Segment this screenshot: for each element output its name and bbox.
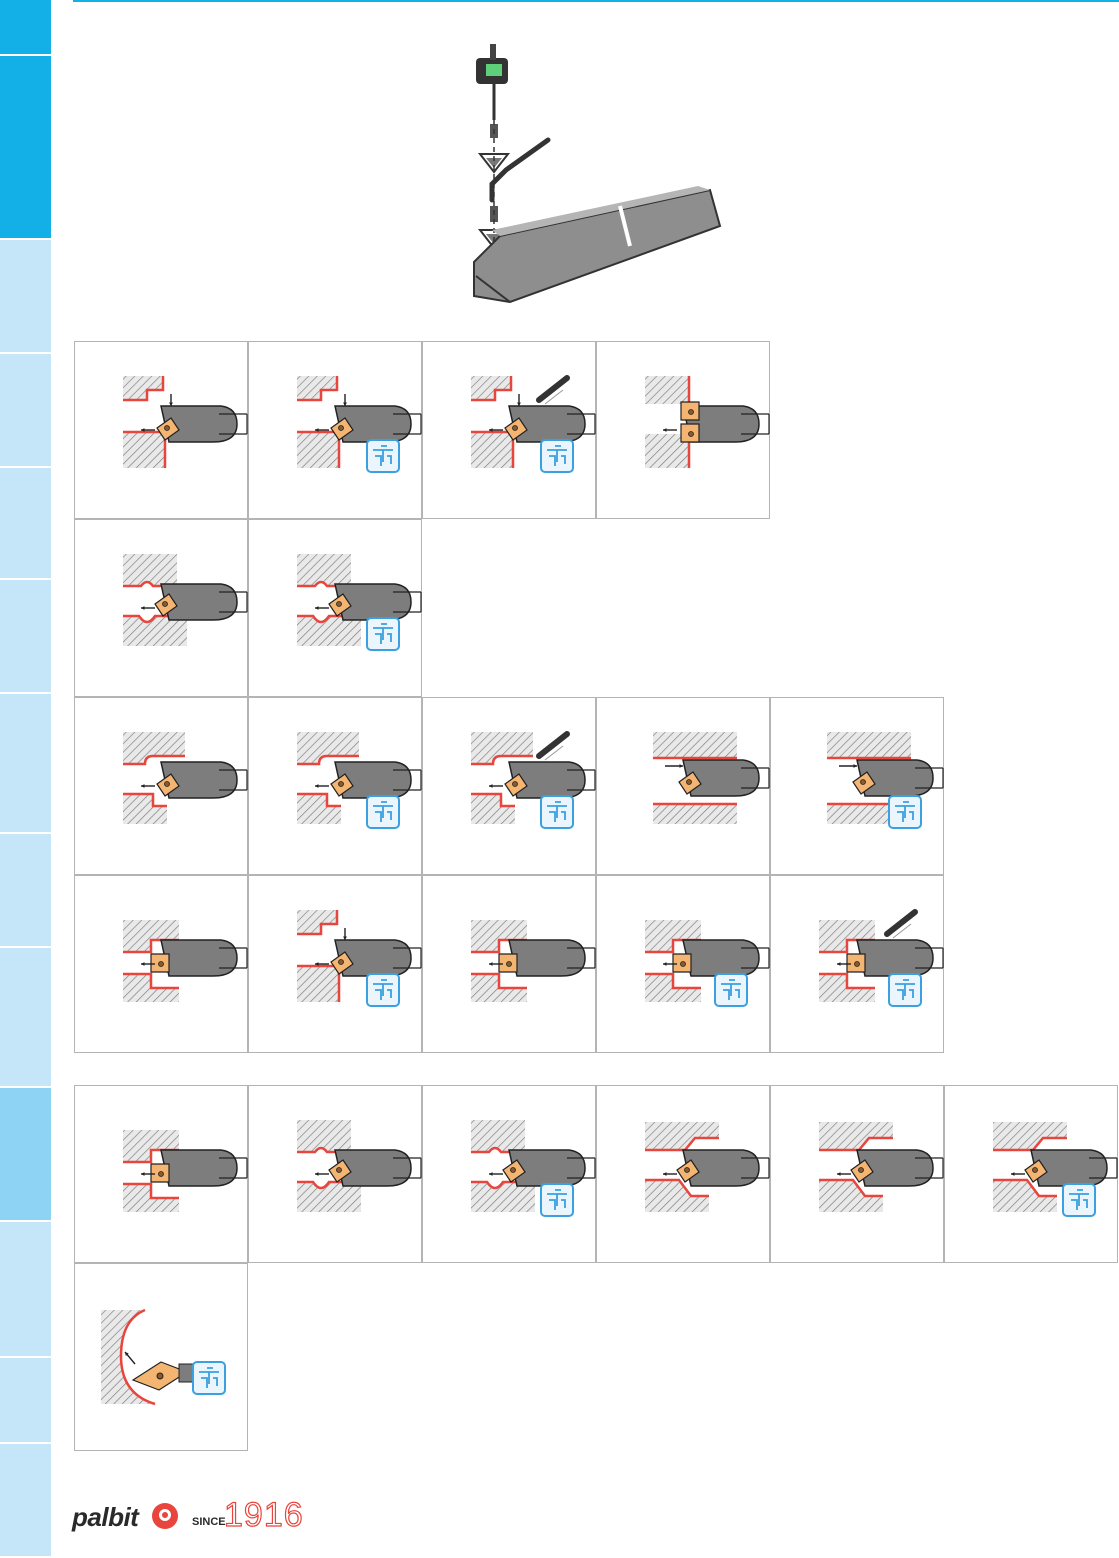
machining-diagram [597, 876, 771, 1054]
machining-diagram [423, 1086, 597, 1264]
machining-diagram [249, 1086, 423, 1264]
operation-cell [770, 875, 944, 1053]
operation-cell [248, 519, 422, 697]
since-year: 1916 [224, 1496, 304, 1535]
header-rule [73, 0, 1119, 2]
side-tab-1[interactable] [0, 0, 51, 56]
operation-cell [74, 1263, 248, 1451]
operation-cell [944, 1085, 1118, 1263]
machining-diagram [597, 342, 771, 520]
operation-cell [74, 341, 248, 519]
operation-cell [422, 1085, 596, 1263]
machining-diagram [771, 698, 945, 876]
operation-cell [422, 875, 596, 1053]
tool-assembly-illustration [440, 40, 740, 320]
machining-diagram [75, 520, 249, 698]
operation-cell [596, 875, 770, 1053]
side-tab-6[interactable] [0, 580, 51, 694]
side-tab-10[interactable] [0, 1088, 51, 1222]
operation-cell [74, 697, 248, 875]
side-tab-5[interactable] [0, 468, 51, 580]
machining-diagram [423, 698, 597, 876]
brand-mark-icon [152, 1503, 178, 1529]
machining-diagram [597, 698, 771, 876]
operation-cell [248, 875, 422, 1053]
machining-diagram [75, 1264, 249, 1442]
side-tab-8[interactable] [0, 834, 51, 948]
since-label: SINCE [192, 1516, 226, 1528]
side-tab-3[interactable] [0, 240, 51, 354]
side-tab-13[interactable] [0, 1444, 51, 1558]
operation-cell [422, 697, 596, 875]
operation-cell [248, 341, 422, 519]
operation-cell [74, 519, 248, 697]
operation-cell [596, 697, 770, 875]
machining-diagram [771, 1086, 945, 1264]
side-tab-12[interactable] [0, 1358, 51, 1444]
side-tab-4[interactable] [0, 354, 51, 468]
machining-diagram [945, 1086, 1119, 1264]
operation-cell [770, 697, 944, 875]
side-tab-strip [0, 0, 51, 1558]
machining-diagram [75, 342, 249, 520]
machining-diagram [597, 1086, 771, 1264]
operation-cell [422, 341, 596, 519]
machining-diagram [423, 876, 597, 1054]
machining-diagram [423, 342, 597, 520]
side-tab-2[interactable] [0, 56, 51, 240]
machining-diagram [249, 520, 423, 698]
side-tab-7[interactable] [0, 694, 51, 834]
side-tab-9[interactable] [0, 948, 51, 1088]
operation-cell [770, 1085, 944, 1263]
operation-cell [74, 1085, 248, 1263]
machining-diagram [249, 876, 423, 1054]
operation-cell [596, 1085, 770, 1263]
machining-diagram [75, 698, 249, 876]
operation-cell [74, 875, 248, 1053]
machining-diagram [75, 876, 249, 1054]
brand-name: palbit [72, 1502, 138, 1533]
machining-diagram [771, 876, 945, 1054]
operation-cell [248, 697, 422, 875]
machining-diagram [75, 1086, 249, 1264]
operation-cell [248, 1085, 422, 1263]
side-tab-11[interactable] [0, 1222, 51, 1358]
machining-diagram [249, 698, 423, 876]
machining-diagram [249, 342, 423, 520]
operation-cell [596, 341, 770, 519]
footer-logo: palbit SINCE 1916 [72, 1498, 332, 1538]
